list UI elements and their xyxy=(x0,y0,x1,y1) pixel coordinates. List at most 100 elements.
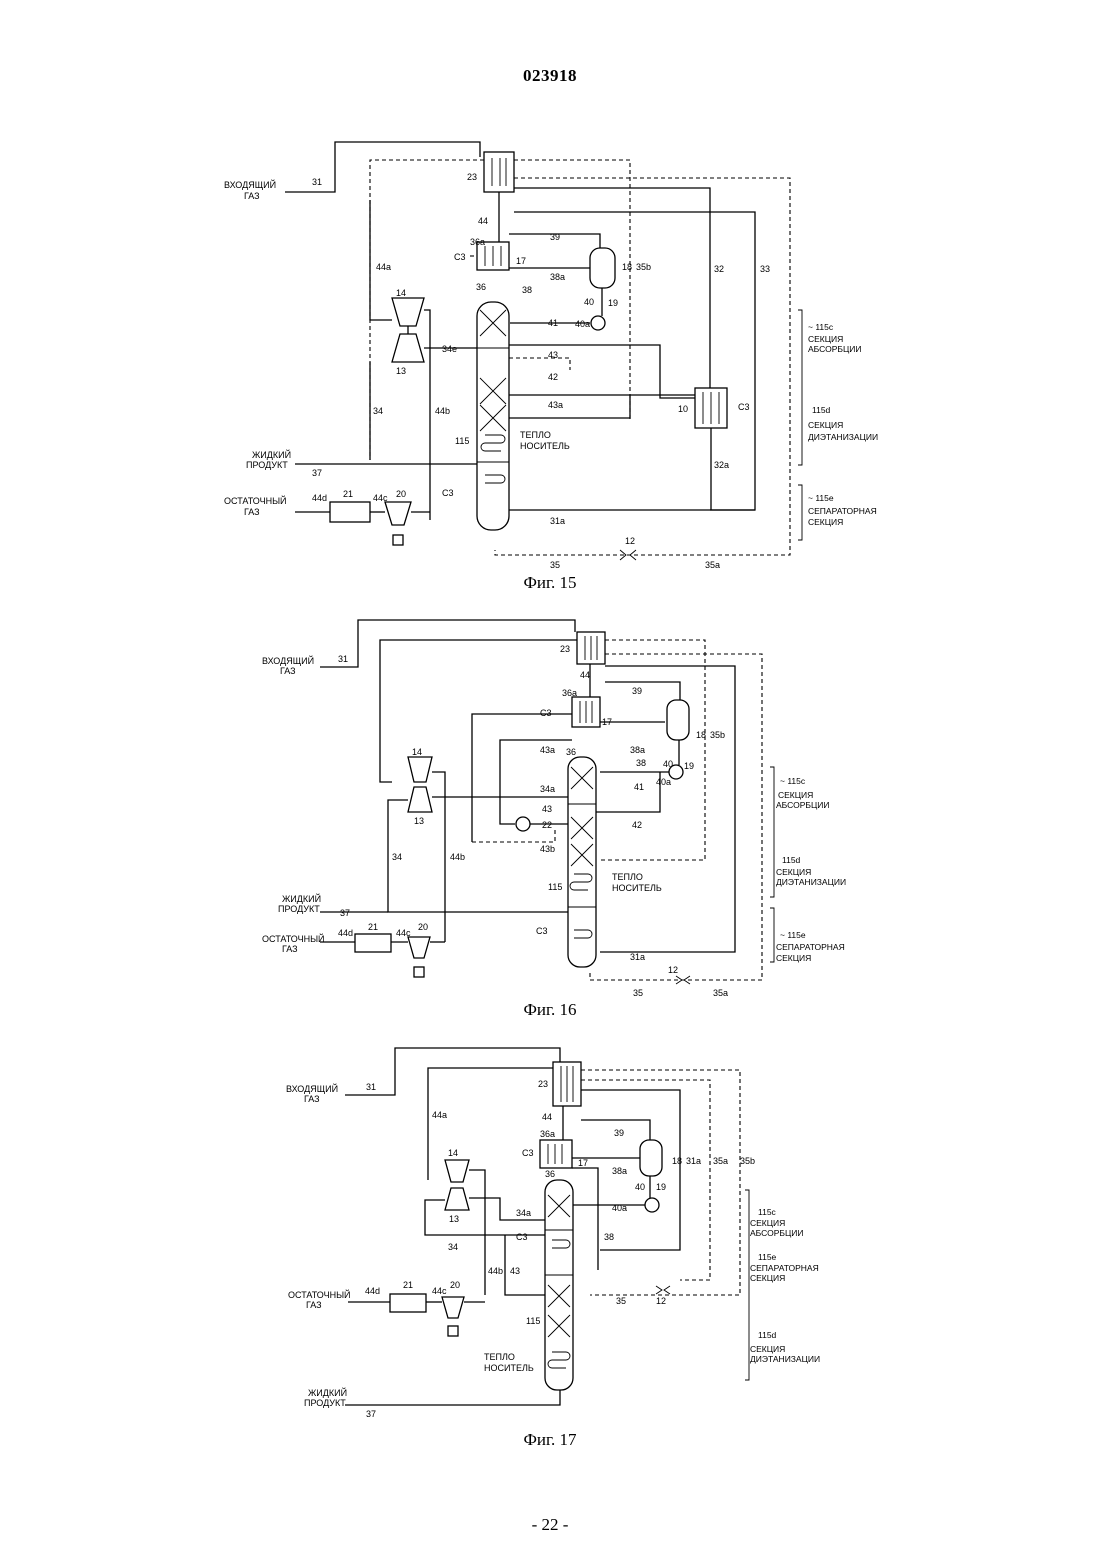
tag: 37 xyxy=(312,468,322,478)
figure-17: ВХОДЯЩИЙ ГАЗ 31 23 44 39 36a 17 18 31a 3… xyxy=(0,1040,1100,1460)
section-label: 115d xyxy=(758,1330,777,1340)
tag: 40a xyxy=(575,319,590,329)
tag: 44d xyxy=(365,1286,380,1296)
heat-medium-label-2: НОСИТЕЛЬ xyxy=(612,883,662,893)
inlet-gas-label: ВХОДЯЩИЙ xyxy=(286,1083,338,1094)
tag: 12 xyxy=(656,1296,666,1306)
residue-gas-label-2: ГАЗ xyxy=(306,1300,322,1310)
tag: 19 xyxy=(656,1182,666,1192)
tag: 17 xyxy=(602,717,612,727)
tag: 115 xyxy=(455,436,469,446)
tag: C3 xyxy=(454,252,466,262)
tag: 44a xyxy=(376,262,391,272)
section-label: СЕКЦИЯ xyxy=(776,953,811,963)
tag: 34 xyxy=(448,1242,458,1252)
tag: 18 xyxy=(672,1156,682,1166)
figure-16: ВХОДЯЩИЙ ГАЗ 31 23 44 39 36a 17 18 35b 4… xyxy=(0,612,1100,1022)
tag: 22 xyxy=(542,820,552,830)
tag: 13 xyxy=(449,1214,459,1224)
tag: 21 xyxy=(403,1280,413,1290)
section-label: 115e xyxy=(758,1252,777,1262)
tag: 44a xyxy=(432,1110,447,1120)
section-label: 115d xyxy=(812,405,831,415)
section-label: СЕКЦИЯ xyxy=(808,334,843,344)
figure-caption: Фиг. 16 xyxy=(523,1000,576,1019)
tag: 38 xyxy=(604,1232,614,1242)
reflux-drum-18 xyxy=(590,248,615,288)
tag: 43a xyxy=(540,745,555,755)
cooler-21 xyxy=(330,502,370,522)
tag: 14 xyxy=(448,1148,458,1158)
tag: 34e xyxy=(442,344,457,354)
tag: 19 xyxy=(684,761,694,771)
tag: 35a xyxy=(713,988,728,998)
driver-motor xyxy=(448,1326,458,1336)
tag: 40a xyxy=(612,1203,627,1213)
tag: 35b xyxy=(710,730,725,740)
reflux-drum-18 xyxy=(667,700,689,740)
tag: 33 xyxy=(760,264,770,274)
section-label: ДИЭТАНИЗАЦИИ xyxy=(776,877,846,887)
tag: 14 xyxy=(412,747,422,757)
tag: 39 xyxy=(550,232,560,242)
tag: 40 xyxy=(635,1182,645,1192)
tag: 31a xyxy=(630,952,645,962)
section-label: ~ 115c xyxy=(780,776,806,786)
tag: 44b xyxy=(488,1266,503,1276)
tag: 36a xyxy=(562,688,577,698)
tag: 38a xyxy=(612,1166,627,1176)
tag: 38 xyxy=(522,285,532,295)
tag: 23 xyxy=(467,172,477,182)
tag: 40 xyxy=(663,759,673,769)
section-label: СЕКЦИЯ xyxy=(808,517,843,527)
driver-motor xyxy=(414,967,424,977)
tag: 42 xyxy=(548,372,558,382)
tag: 36a xyxy=(470,237,485,247)
cooler-21 xyxy=(390,1294,426,1312)
liquid-product-label-2: ПРОДУКТ xyxy=(304,1398,346,1408)
compressor-14 xyxy=(392,298,424,326)
expander-13 xyxy=(408,787,432,812)
figure-caption: Фиг. 17 xyxy=(523,1430,577,1449)
tag: 19 xyxy=(608,298,618,308)
liquid-product-label: ЖИДКИЙ xyxy=(282,893,321,904)
tag: 35 xyxy=(550,560,560,570)
tag: 39 xyxy=(614,1128,624,1138)
liquid-product-label-2: ПРОДУКТ xyxy=(278,904,320,914)
section-label: ~ 115c xyxy=(808,322,834,332)
tag: 44 xyxy=(542,1112,552,1122)
tag: 35 xyxy=(633,988,643,998)
tag: 115 xyxy=(548,882,562,892)
figure-15: ВХОДЯЩИЙ ГАЗ 31 23 44 36a 17 39 18 35b 3… xyxy=(0,130,1100,600)
inlet-gas-label-2: ГАЗ xyxy=(304,1094,320,1104)
tag: C3 xyxy=(516,1232,528,1242)
compressor-14 xyxy=(445,1160,469,1182)
tag: 36a xyxy=(540,1129,555,1139)
inlet-gas-label-2: ГАЗ xyxy=(244,191,260,201)
inlet-gas-label: ВХОДЯЩИЙ xyxy=(224,179,276,190)
tag: 21 xyxy=(343,489,353,499)
heat-medium-label: ТЕПЛО xyxy=(612,872,643,882)
tag: 31 xyxy=(312,177,322,187)
section-label: СЕКЦИЯ xyxy=(776,867,811,877)
tag: 18 xyxy=(622,262,632,272)
tag: 37 xyxy=(366,1409,376,1419)
section-label: ДИЭТАНИЗАЦИИ xyxy=(808,432,878,442)
tag: 32 xyxy=(714,264,724,274)
tag: 40a xyxy=(656,777,671,787)
tag: 17 xyxy=(578,1158,588,1168)
residue-gas-label: ОСТАТОЧНЫЙ xyxy=(224,495,287,506)
tag: 31a xyxy=(686,1156,701,1166)
residue-gas-label: ОСТАТОЧНЫЙ xyxy=(288,1289,351,1300)
tag: 44 xyxy=(478,216,488,226)
section-label: СЕКЦИЯ xyxy=(778,790,813,800)
section-label: 115d xyxy=(782,855,801,865)
tag: 41 xyxy=(548,318,558,328)
tag: 35 xyxy=(616,1296,626,1306)
tag: 43 xyxy=(548,350,558,360)
residue-gas-label: ОСТАТОЧНЫЙ xyxy=(262,933,325,944)
tag: 12 xyxy=(625,536,635,546)
tag: 34 xyxy=(392,852,402,862)
page-number: - 22 - xyxy=(0,1515,1100,1535)
tag: 44c xyxy=(373,493,388,503)
